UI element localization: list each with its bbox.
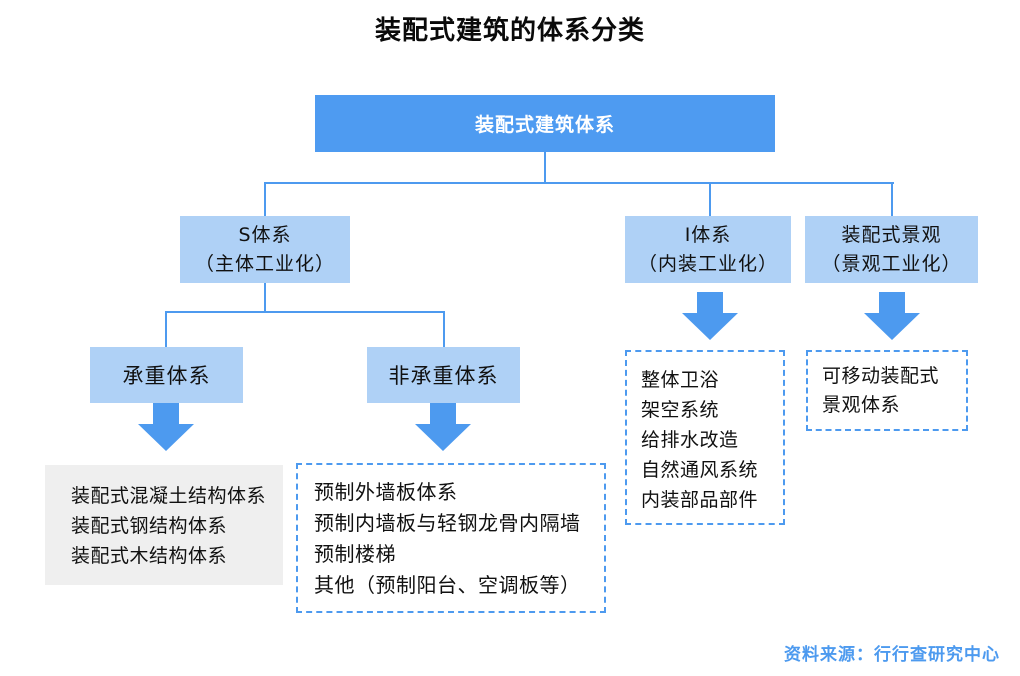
list-item: 可移动装配式景观体系 bbox=[822, 365, 940, 416]
list-item: 整体卫浴 bbox=[641, 369, 720, 391]
down-arrow-icon bbox=[415, 403, 471, 451]
down-arrow-icon bbox=[682, 292, 738, 340]
node-s-system-name: S体系 bbox=[238, 223, 292, 246]
list-item: 装配式钢结构体系 bbox=[71, 515, 228, 537]
node-root-system: 装配式建筑体系 bbox=[315, 95, 775, 152]
connector-level2-horizontal bbox=[264, 182, 894, 184]
node-landscape-system: 装配式景观 （景观工业化） bbox=[805, 216, 978, 283]
node-load-bearing: 承重体系 bbox=[90, 347, 243, 403]
data-source-caption: 资料来源：行行查研究中心 bbox=[784, 645, 1000, 665]
node-i-system-name: I体系 bbox=[684, 223, 732, 246]
list-item: 装配式混凝土结构体系 bbox=[71, 485, 267, 507]
node-non-load-bearing-label: 非承重体系 bbox=[388, 364, 499, 388]
list-item: 预制楼梯 bbox=[314, 542, 396, 566]
list-non-load-bearing-systems: 预制外墙板体系 预制内墙板与轻钢龙骨内隔墙 预制楼梯 其他（预制阳台、空调板等） bbox=[296, 463, 606, 613]
connector-root-vertical bbox=[544, 152, 546, 184]
connector-loadbearing-vertical bbox=[165, 313, 167, 347]
node-i-system: I体系 （内装工业化） bbox=[625, 216, 791, 283]
list-item: 预制内墙板与轻钢龙骨内隔墙 bbox=[314, 511, 581, 535]
down-arrow-icon bbox=[138, 403, 194, 451]
node-landscape-system-subtitle: （景观工业化） bbox=[821, 252, 962, 275]
list-item: 其他（预制阳台、空调板等） bbox=[314, 573, 581, 597]
down-arrow-icon bbox=[864, 292, 920, 340]
list-item: 预制外墙板体系 bbox=[314, 480, 458, 504]
node-landscape-system-name: 装配式景观 bbox=[841, 223, 942, 246]
diagram-title: 装配式建筑的体系分类 bbox=[374, 16, 645, 46]
list-item: 内装部品部件 bbox=[641, 489, 759, 511]
node-i-system-subtitle: （内装工业化） bbox=[637, 252, 778, 275]
connector-s-vertical bbox=[264, 184, 266, 217]
connector-landscape-vertical bbox=[891, 184, 893, 217]
list-load-bearing-systems: 装配式混凝土结构体系 装配式钢结构体系 装配式木结构体系 bbox=[45, 465, 283, 585]
list-item: 自然通风系统 bbox=[641, 459, 759, 481]
list-item: 装配式木结构体系 bbox=[71, 545, 228, 567]
node-non-load-bearing: 非承重体系 bbox=[367, 347, 520, 403]
connector-nonloadbearing-vertical bbox=[443, 313, 445, 347]
connector-level3-horizontal bbox=[165, 311, 445, 313]
list-item: 给排水改造 bbox=[641, 429, 739, 451]
node-root-label: 装配式建筑体系 bbox=[474, 114, 615, 136]
list-i-system-items: 整体卫浴 架空系统 给排水改造 自然通风系统 内装部品部件 bbox=[625, 350, 785, 525]
node-s-system-subtitle: （主体工业化） bbox=[194, 252, 335, 275]
connector-i-vertical bbox=[709, 184, 711, 217]
connector-s-down-vertical bbox=[264, 283, 266, 313]
list-landscape-items: 可移动装配式景观体系 bbox=[806, 350, 968, 431]
list-item: 架空系统 bbox=[641, 399, 720, 421]
node-s-system: S体系 （主体工业化） bbox=[180, 216, 350, 283]
node-load-bearing-label: 承重体系 bbox=[122, 364, 211, 388]
